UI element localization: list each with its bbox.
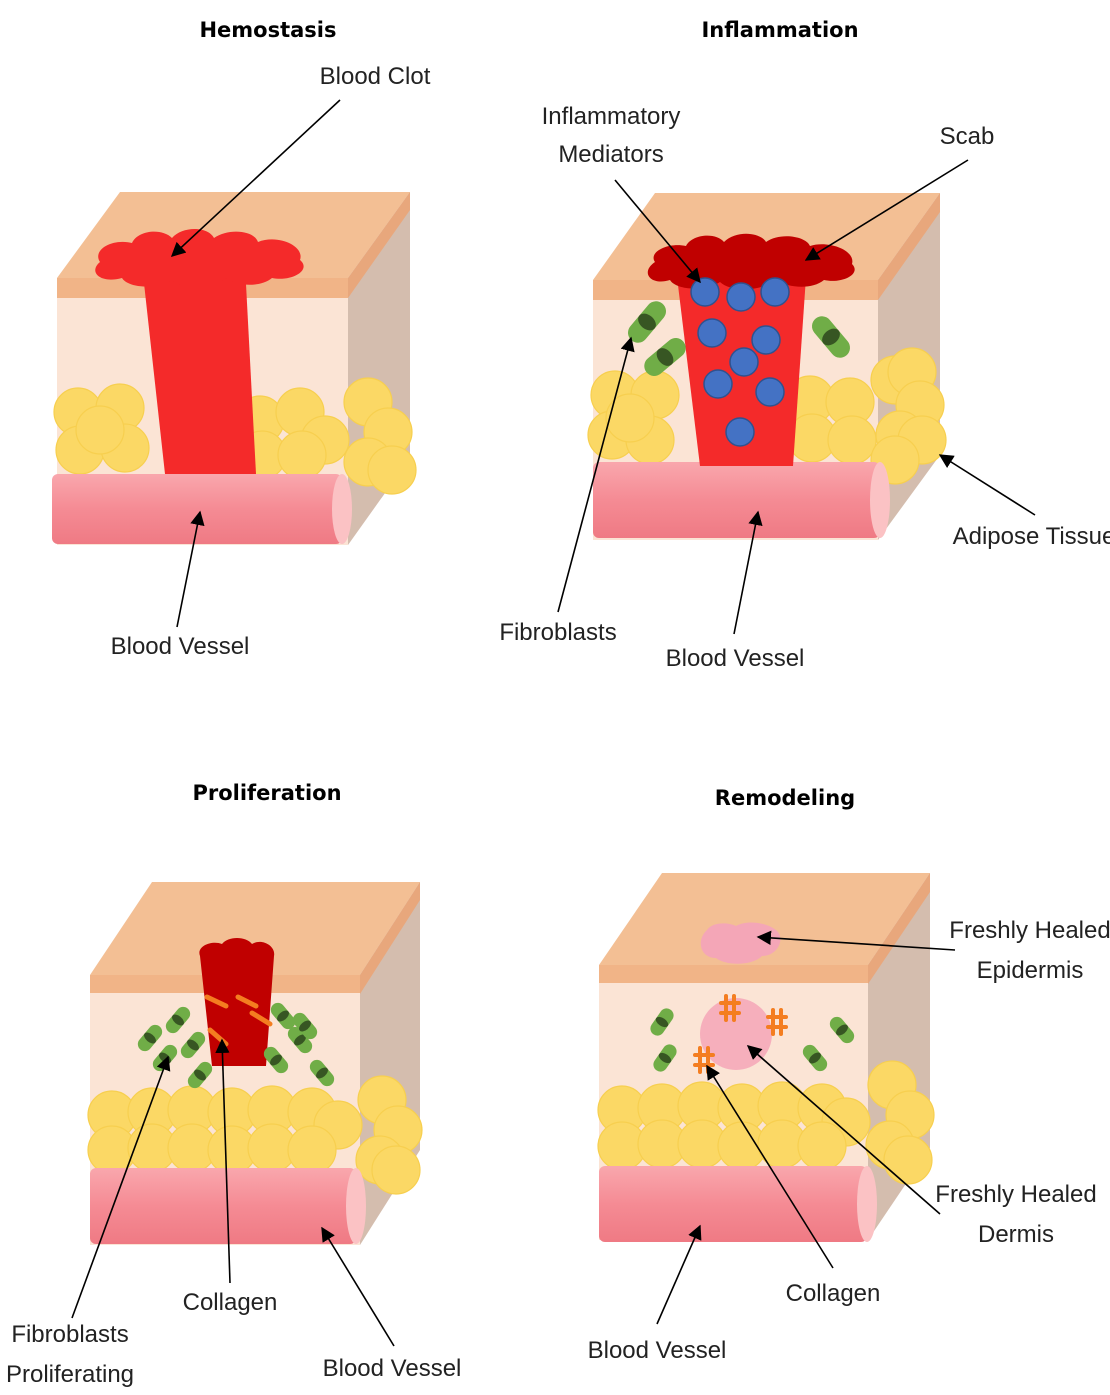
label-blood-clot: Blood Clot xyxy=(320,63,431,90)
label-blood-vessel: Blood Vessel xyxy=(666,645,805,672)
label-freshly-healed-epidermis: Freshly Healed xyxy=(949,917,1110,944)
label-adipose-tissue: Adipose Tissue xyxy=(953,523,1110,550)
label-inflammatory-mediators: Inflammatory xyxy=(542,103,681,130)
skin-block xyxy=(588,193,946,540)
label-inflammatory-mediators-line2: Mediators xyxy=(558,141,663,168)
panel-inflammation: Inflammation xyxy=(499,18,1110,672)
scab xyxy=(199,938,274,1066)
skin-block xyxy=(598,873,934,1242)
panel-title: Remodeling xyxy=(715,786,855,810)
panel-title: Proliferation xyxy=(192,781,341,805)
skin-block xyxy=(52,192,416,545)
blood-vessel xyxy=(593,462,890,538)
panel-proliferation: Proliferation xyxy=(6,781,461,1388)
blood-vessel xyxy=(52,474,352,544)
label-blood-vessel: Blood Vessel xyxy=(323,1355,462,1382)
arrow-blood-vessel xyxy=(322,1228,394,1346)
label-collagen: Collagen xyxy=(183,1289,278,1316)
epidermis-layer xyxy=(599,965,868,983)
panel-title: Inflammation xyxy=(701,18,858,42)
label-collagen: Collagen xyxy=(786,1280,881,1307)
label-fibroblasts-proliferating-line2: Proliferating xyxy=(6,1361,134,1388)
panel-hemostasis: Hemostasis xyxy=(52,18,431,660)
label-blood-vessel: Blood Vessel xyxy=(588,1337,727,1364)
panel-remodeling: Remodeling xyxy=(588,786,1110,1364)
label-freshly-healed-dermis: Freshly Healed xyxy=(935,1181,1096,1208)
skin-block xyxy=(88,882,422,1245)
blood-vessel xyxy=(599,1166,877,1242)
label-fibroblasts: Fibroblasts xyxy=(499,619,616,646)
label-freshly-healed-dermis-line2: Dermis xyxy=(978,1221,1054,1248)
label-scab: Scab xyxy=(940,123,995,150)
label-fibroblasts-proliferating: Fibroblasts xyxy=(11,1321,128,1348)
arrow-adipose-tissue xyxy=(940,455,1035,515)
label-blood-vessel: Blood Vessel xyxy=(111,633,250,660)
panel-title: Hemostasis xyxy=(199,18,336,42)
label-freshly-healed-epidermis-line2: Epidermis xyxy=(977,957,1084,984)
